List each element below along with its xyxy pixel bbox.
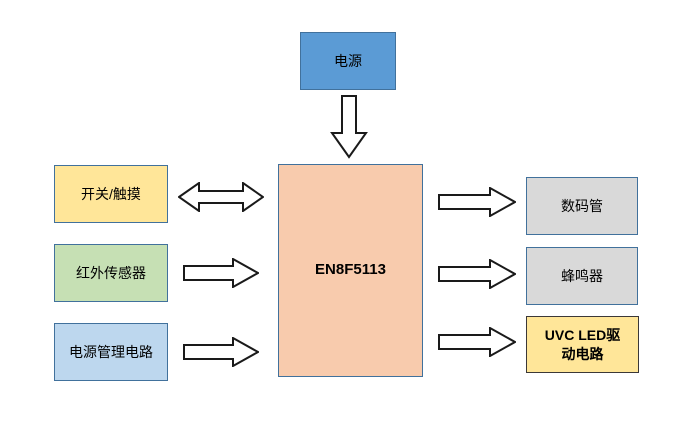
bidirectional-arrow-icon (178, 182, 264, 212)
block-ir-sensor: 红外传感器 (54, 244, 168, 302)
block-buzzer: 蜂鸣器 (526, 247, 638, 305)
block-digital-tube: 数码管 (526, 177, 638, 235)
block-mcu: EN8F5113 (278, 164, 423, 377)
block-switch-touch: 开关/触摸 (54, 165, 168, 223)
block-power-management: 电源管理电路 (54, 323, 168, 381)
right-arrow-icon (438, 187, 516, 217)
block-power: 电源 (300, 32, 396, 90)
down-arrow-icon (330, 95, 368, 159)
right-arrow-icon (438, 327, 516, 357)
right-arrow-icon (438, 259, 516, 289)
block-uvc-led-driver: UVC LED驱动电路 (526, 316, 639, 373)
right-arrow-icon (183, 258, 259, 288)
right-arrow-icon (183, 337, 259, 367)
